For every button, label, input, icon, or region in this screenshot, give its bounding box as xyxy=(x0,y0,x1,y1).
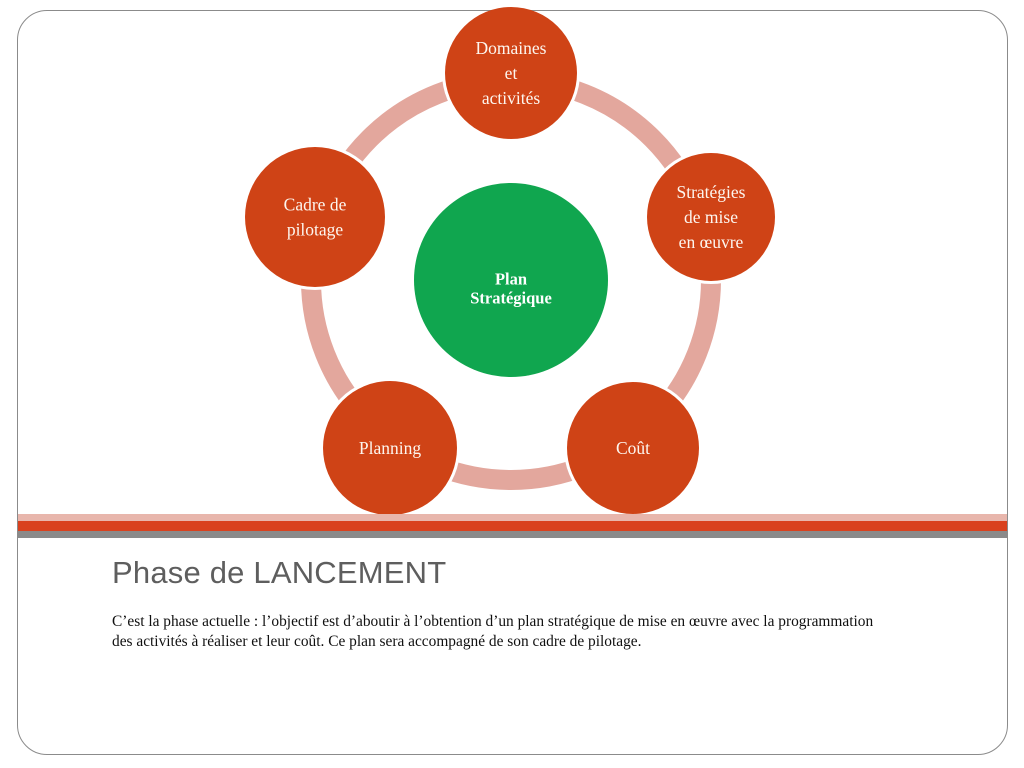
node-circle xyxy=(567,382,699,514)
cycle-node-cout[interactable]: Coût xyxy=(567,382,699,514)
node-label: Coût xyxy=(616,438,650,458)
page-title: Phase de LANCEMENT xyxy=(112,555,447,590)
node-circle xyxy=(445,7,577,139)
cycle-node-planning[interactable]: Planning xyxy=(323,381,457,515)
divider-bars xyxy=(18,514,1007,538)
node-circle xyxy=(245,147,385,287)
divider-band-red xyxy=(18,521,1007,531)
divider-band-pink xyxy=(18,514,1007,521)
node-circle xyxy=(323,381,457,515)
body-paragraph: C’est la phase actuelle : l’objectif est… xyxy=(112,613,874,651)
divider-band-gray xyxy=(18,531,1007,538)
center-circle xyxy=(414,183,608,377)
node-label: Planning xyxy=(359,438,421,458)
node-circle xyxy=(647,153,775,281)
